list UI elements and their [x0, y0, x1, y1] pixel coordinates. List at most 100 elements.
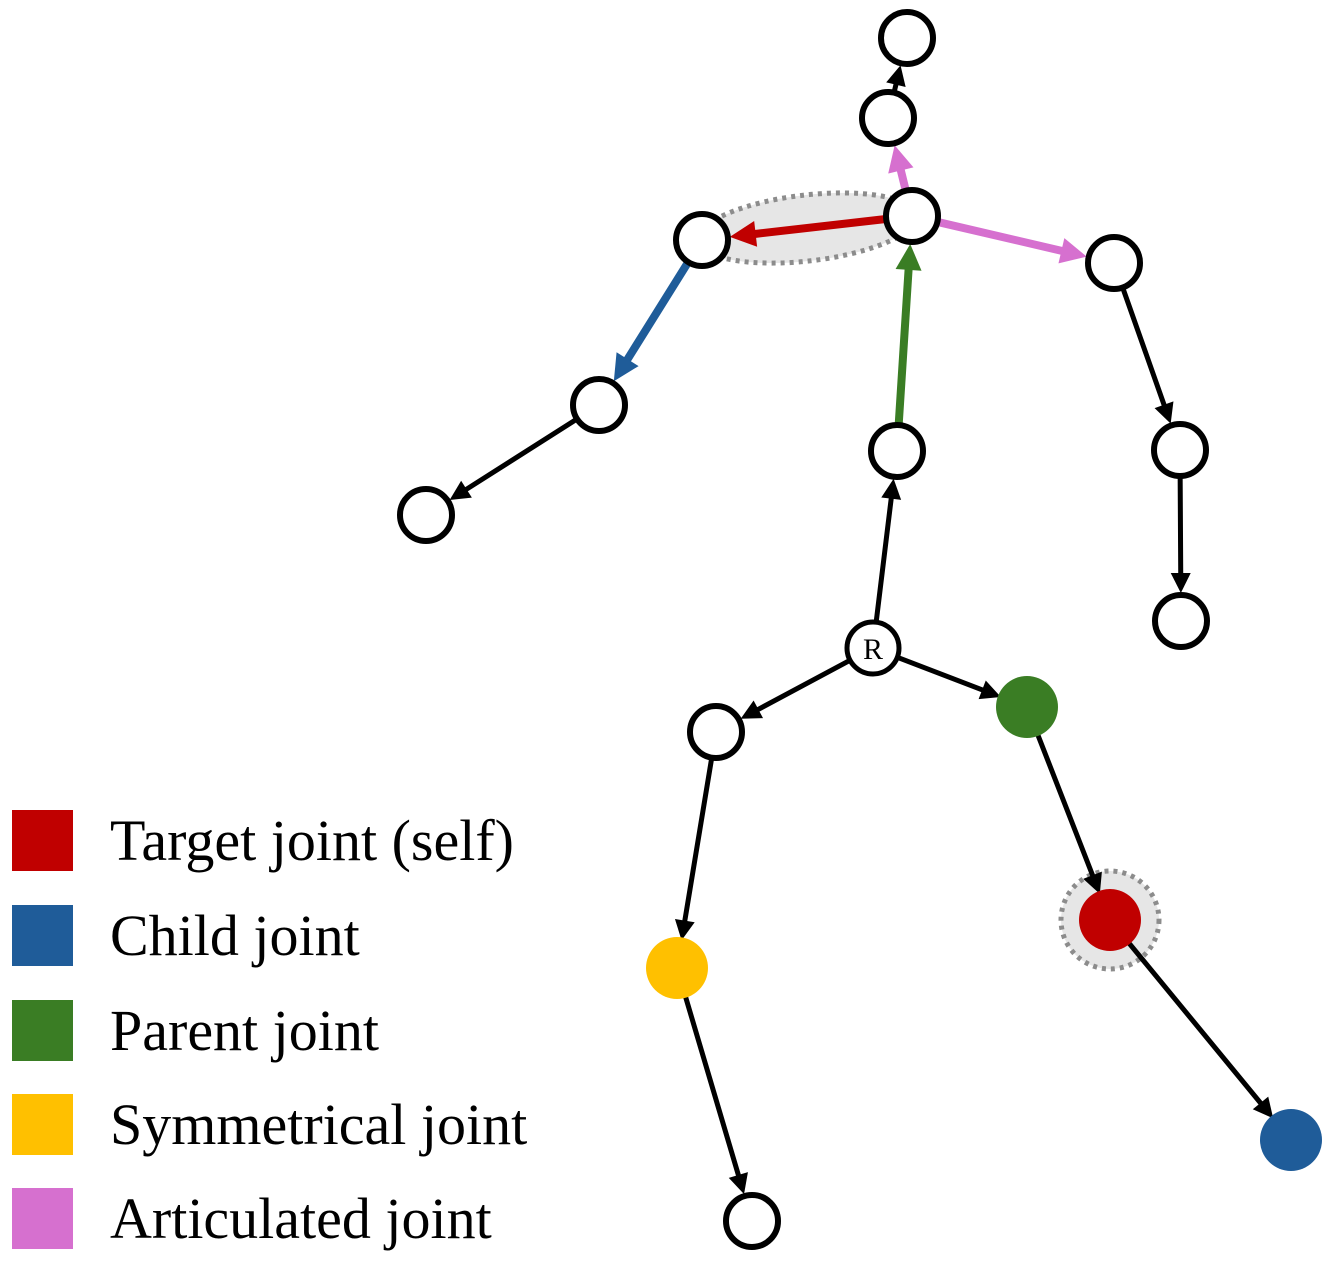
arrowhead-icon: [740, 700, 764, 719]
legend-item-child: Child joint: [12, 903, 360, 968]
legend-item-target: Target joint (self): [12, 808, 514, 873]
edge-line: [894, 263, 913, 432]
joint-circle: [673, 211, 731, 269]
arrowhead-icon: [1083, 871, 1102, 894]
arrowhead-icon: [886, 65, 906, 88]
legend-swatch-parent: [12, 1000, 73, 1061]
joint-circle: [723, 1192, 781, 1250]
joint-right-wrist: [1152, 592, 1210, 650]
edge-right-elbow-to-right-wrist: [1170, 471, 1191, 594]
legend-label: Symmetrical joint: [110, 1092, 527, 1157]
joint-neck: [883, 187, 941, 245]
arrowhead-icon: [888, 145, 914, 174]
edge-root-to-right-hip: [892, 654, 1001, 700]
edge-line: [1122, 936, 1265, 1107]
arrowhead-icon: [1058, 238, 1087, 264]
legend-item-parent: Parent joint: [12, 998, 379, 1063]
arrowhead-icon: [613, 352, 639, 382]
edge-right-hip-to-right-knee: [1033, 726, 1102, 894]
joint-spine: [868, 422, 926, 480]
joint-right-ankle: [1260, 1109, 1322, 1171]
joint-root: R: [844, 619, 902, 677]
edge-layer: [449, 65, 1274, 1195]
joint-circle: [1152, 592, 1210, 650]
edge-line: [749, 214, 893, 239]
edge-root-to-spine: [873, 478, 902, 627]
edge-line: [1119, 283, 1168, 410]
joint-right-knee: [1079, 889, 1141, 951]
edge-neck-to-right-shoulder: [931, 217, 1087, 264]
joint-left-wrist: [397, 486, 455, 544]
edge-right-knee-to-right-ankle: [1122, 936, 1274, 1119]
joint-left-hip: [687, 703, 745, 761]
arrowhead-icon: [728, 1172, 748, 1195]
legend-item-symmetrical: Symmetrical joint: [12, 1092, 527, 1157]
joint-circle: [687, 703, 745, 761]
legend-label: Articulated joint: [110, 1186, 492, 1251]
joint-circle: [570, 376, 628, 434]
edge-left-hip-to-left-knee: [674, 753, 715, 941]
legend-swatch-articulated: [12, 1188, 73, 1249]
edge-line: [462, 415, 582, 493]
legend-swatch-target: [12, 810, 73, 871]
edge-spine-to-neck: [894, 243, 922, 432]
joint-head-top: [878, 9, 936, 67]
joint-right-shoulder: [1085, 234, 1143, 292]
edge-line: [622, 256, 694, 365]
arrowhead-icon: [1170, 572, 1191, 594]
joint-head-lower: [859, 89, 917, 147]
root-joint-circle: [844, 619, 902, 677]
legend-label: Child joint: [110, 903, 360, 968]
child-joint-dot: [1260, 1109, 1322, 1171]
legend-item-articulated: Articulated joint: [12, 1186, 492, 1251]
edge-line: [1177, 471, 1184, 578]
edge-left-elbow-to-left-wrist: [449, 415, 582, 500]
parent-joint-dot: [996, 676, 1058, 738]
edge-line: [754, 656, 855, 713]
legend-label: Parent joint: [110, 998, 379, 1063]
target-joint-dot: [1079, 889, 1141, 951]
joint-circle: [397, 486, 455, 544]
joint-layer: R: [397, 9, 1322, 1250]
joint-circle: [868, 422, 926, 480]
edge-neck-to-head-lower: [888, 145, 914, 197]
edge-line: [892, 654, 987, 694]
joint-right-hip: [996, 676, 1058, 738]
arrowhead-icon: [1252, 1096, 1274, 1119]
legend-swatch-symmetrical: [12, 1094, 73, 1155]
arrowhead-icon: [674, 919, 695, 941]
edge-left-knee-to-left-ankle: [681, 988, 748, 1195]
edge-line: [1033, 726, 1096, 880]
arrowhead-icon: [1154, 401, 1174, 424]
joint-circle: [1085, 234, 1143, 292]
edge-line: [682, 753, 715, 926]
joint-right-elbow: [1151, 421, 1209, 479]
joint-circle: [859, 89, 917, 147]
edge-line: [873, 494, 894, 627]
legend-label: Target joint (self): [110, 808, 514, 873]
legend-swatch-child: [12, 905, 73, 966]
joint-circle: [878, 9, 936, 67]
edge-right-shoulder-to-right-elbow: [1119, 283, 1174, 424]
highlight-layer: [695, 190, 1162, 972]
joint-left-knee: [646, 937, 708, 999]
edge-line: [931, 217, 1068, 256]
joint-left-shoulder: [673, 211, 731, 269]
edge-left-shoulder-to-left-elbow: [613, 256, 694, 382]
joint-circle: [883, 187, 941, 245]
edge-line: [681, 988, 742, 1180]
arrowhead-icon: [729, 220, 758, 247]
edge-root-to-left-hip: [740, 656, 855, 719]
joint-left-ankle: [723, 1192, 781, 1250]
root-label: R: [863, 633, 883, 666]
edge-neck-to-left-shoulder: [729, 214, 893, 247]
arrowhead-icon: [895, 243, 922, 271]
joint-left-elbow: [570, 376, 628, 434]
arrowhead-icon: [449, 480, 472, 500]
arrowhead-icon: [978, 680, 1001, 700]
joint-circle: [1151, 421, 1209, 479]
arrowhead-icon: [881, 478, 902, 500]
symmetrical-joint-dot: [646, 937, 708, 999]
